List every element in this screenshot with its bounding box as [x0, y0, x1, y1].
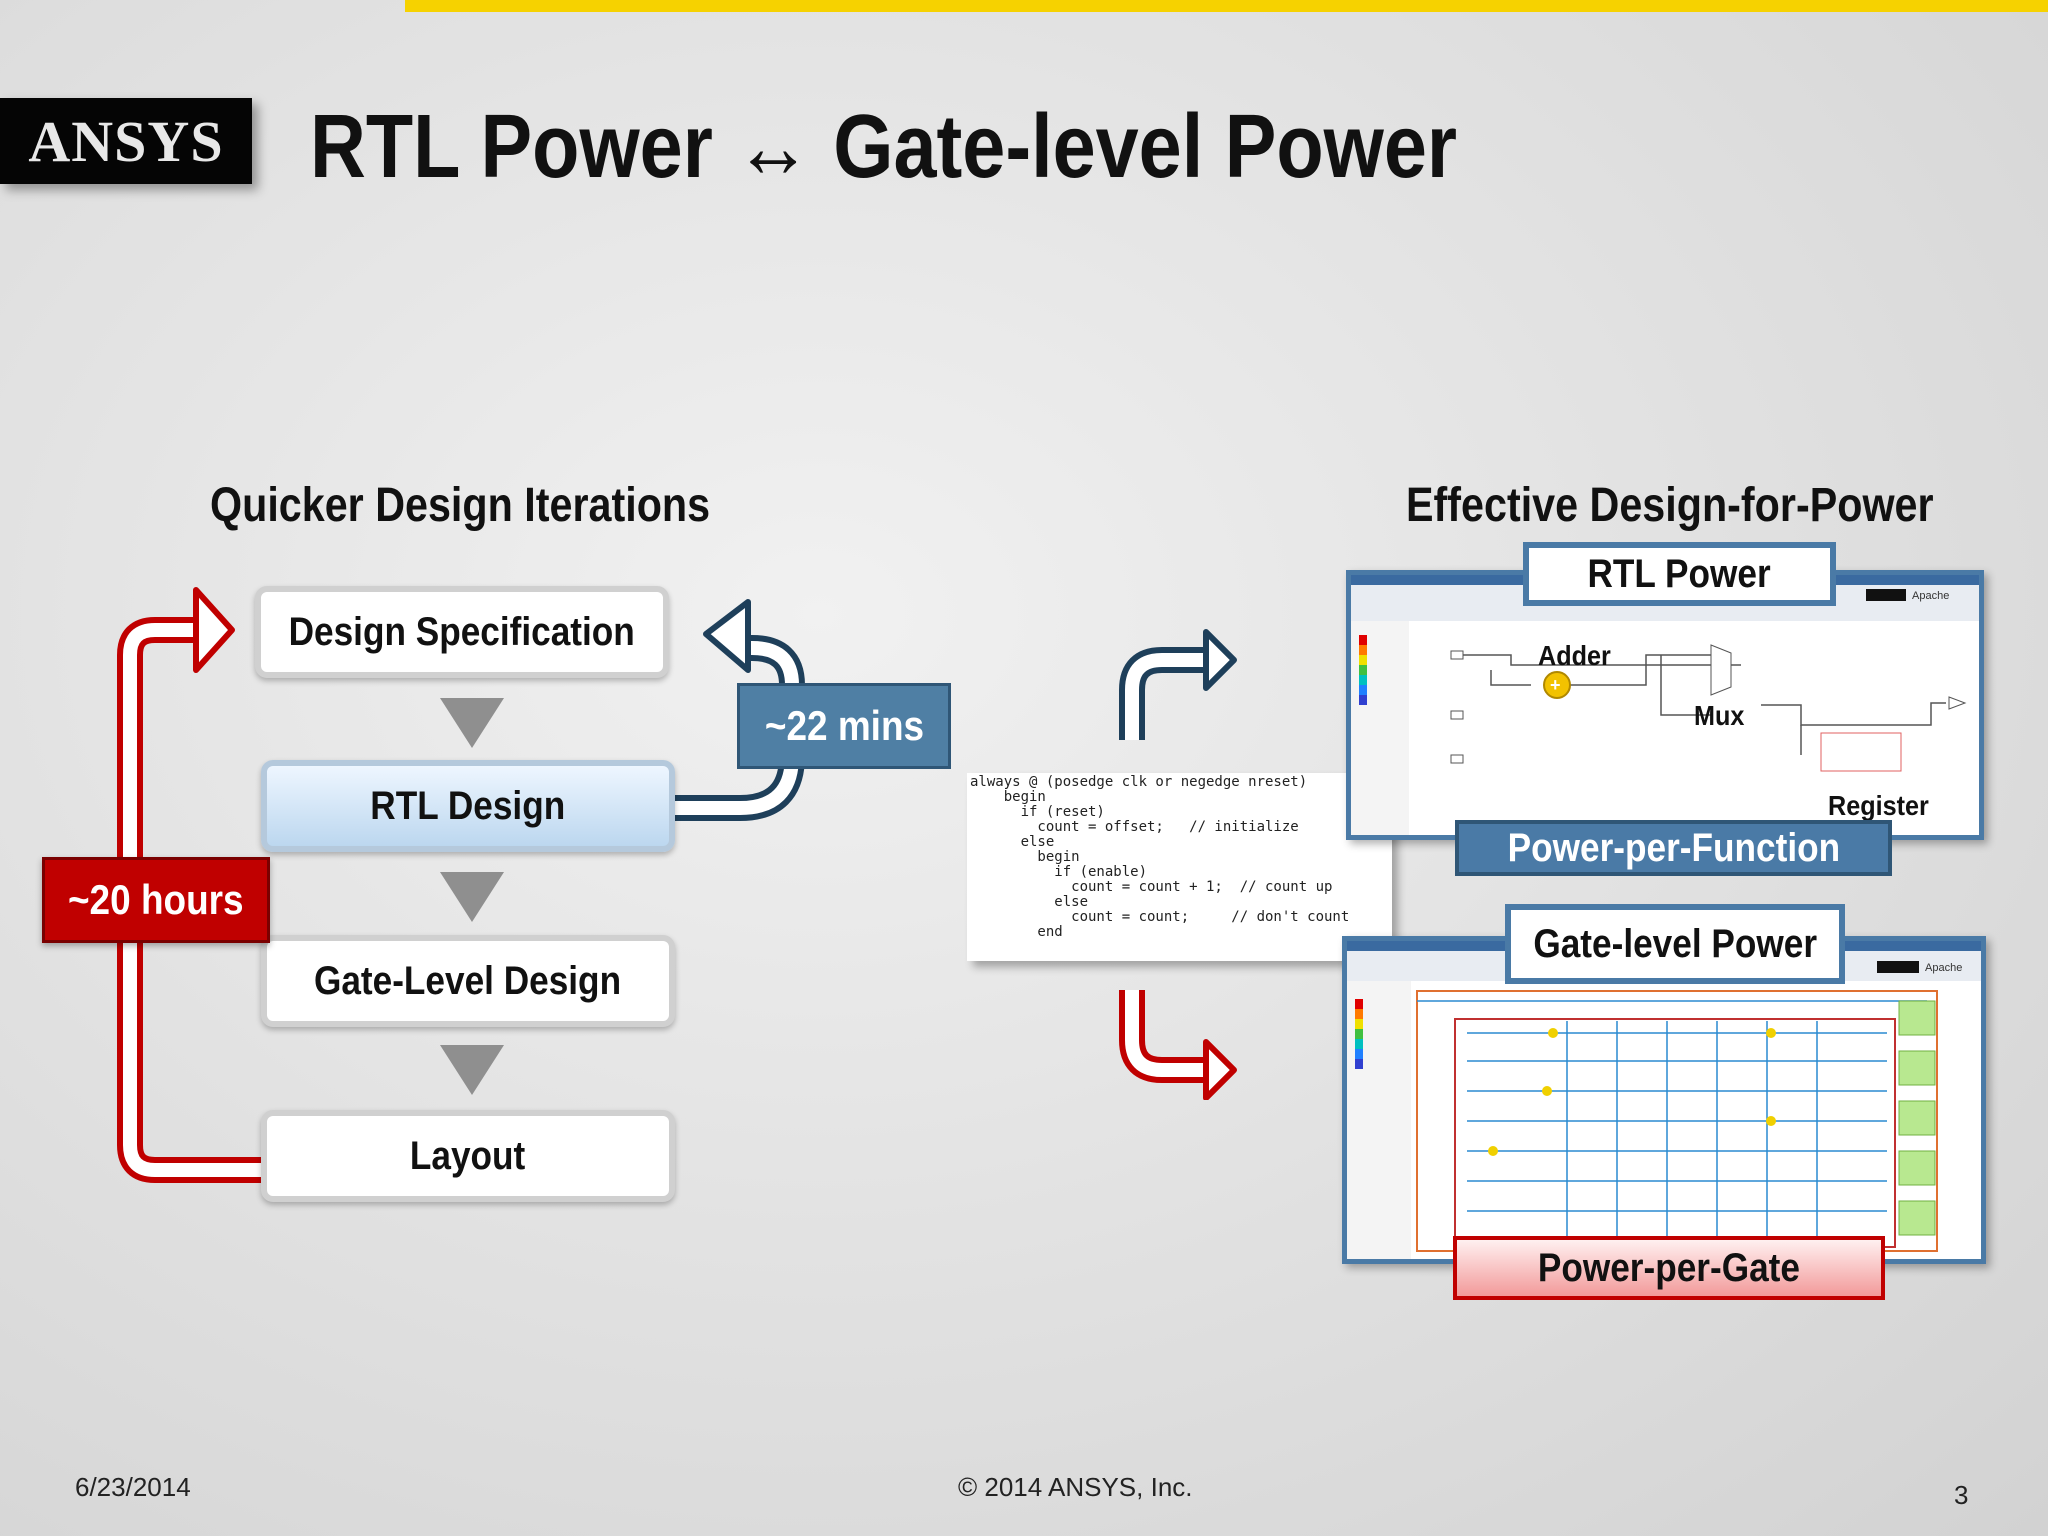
gate-level-power-label: Gate-level Power: [1505, 904, 1845, 984]
footer-date: 6/23/2014: [75, 1472, 191, 1502]
power-color-legend: [1355, 999, 1363, 1069]
svg-text:+: +: [1550, 675, 1561, 695]
gate-cells: [1898, 1000, 1936, 1236]
slide-title: RTL Power ↔ Gate-level Power: [310, 97, 1458, 197]
gate-nets: [1417, 1000, 1927, 1241]
hot-gates: [1488, 1028, 1776, 1156]
gate-schematic: Apache: [1347, 941, 1981, 1259]
rtl-nets: [1461, 654, 1946, 755]
rtl-power-label: RTL Power: [1523, 542, 1836, 606]
fast-iteration-badge: ~22 mins: [737, 683, 951, 769]
flow-arrow-down: [440, 698, 504, 748]
page-number: 3: [1954, 1480, 1969, 1510]
power-per-gate-label: Power-per-Gate: [1453, 1236, 1885, 1300]
logo-text: ANSYS: [28, 108, 224, 174]
branch-arrows: [1119, 629, 1237, 1100]
tool-brand: Apache: [1912, 590, 1949, 602]
ansys-logo: ANSYS: [0, 98, 252, 184]
register-symbol: [1820, 732, 1902, 772]
flow-arrow-down: [440, 872, 504, 922]
rtl-ports: [1450, 650, 1464, 764]
register-callout: Register: [1828, 790, 1929, 821]
right-heading: Effective Design-for-Power: [1406, 479, 1934, 532]
left-heading: Quicker Design Iterations: [210, 479, 711, 532]
slow-loop-arrowhead: [193, 587, 235, 673]
mux-symbol: [1710, 644, 1732, 696]
stage-rtl-design: RTL Design: [261, 760, 675, 852]
gate-power-screenshot: Apache: [1342, 936, 1986, 1264]
footer-copyright: © 2014 ANSYS, Inc.: [958, 1472, 1193, 1502]
stage-gate-level-design: Gate-Level Design: [261, 935, 675, 1027]
verilog-code-snippet: always @ (posedge clk or negedge nreset)…: [967, 773, 1392, 961]
slow-iteration-badge: ~20 hours: [42, 857, 270, 943]
power-per-function-label: Power-per-Function: [1455, 820, 1892, 876]
flow-arrow-down: [440, 1045, 504, 1095]
fast-loop-arrowhead: [703, 599, 751, 673]
adder-callout: Adder: [1538, 640, 1611, 671]
adder-symbol: [1543, 671, 1571, 699]
stage-layout: Layout: [261, 1110, 675, 1202]
top-accent-bar: [405, 0, 2048, 12]
stage-design-specification: Design Specification: [255, 586, 669, 678]
power-color-legend: [1359, 635, 1367, 705]
tool-brand: Apache: [1925, 962, 1962, 974]
mux-callout: Mux: [1694, 700, 1745, 731]
